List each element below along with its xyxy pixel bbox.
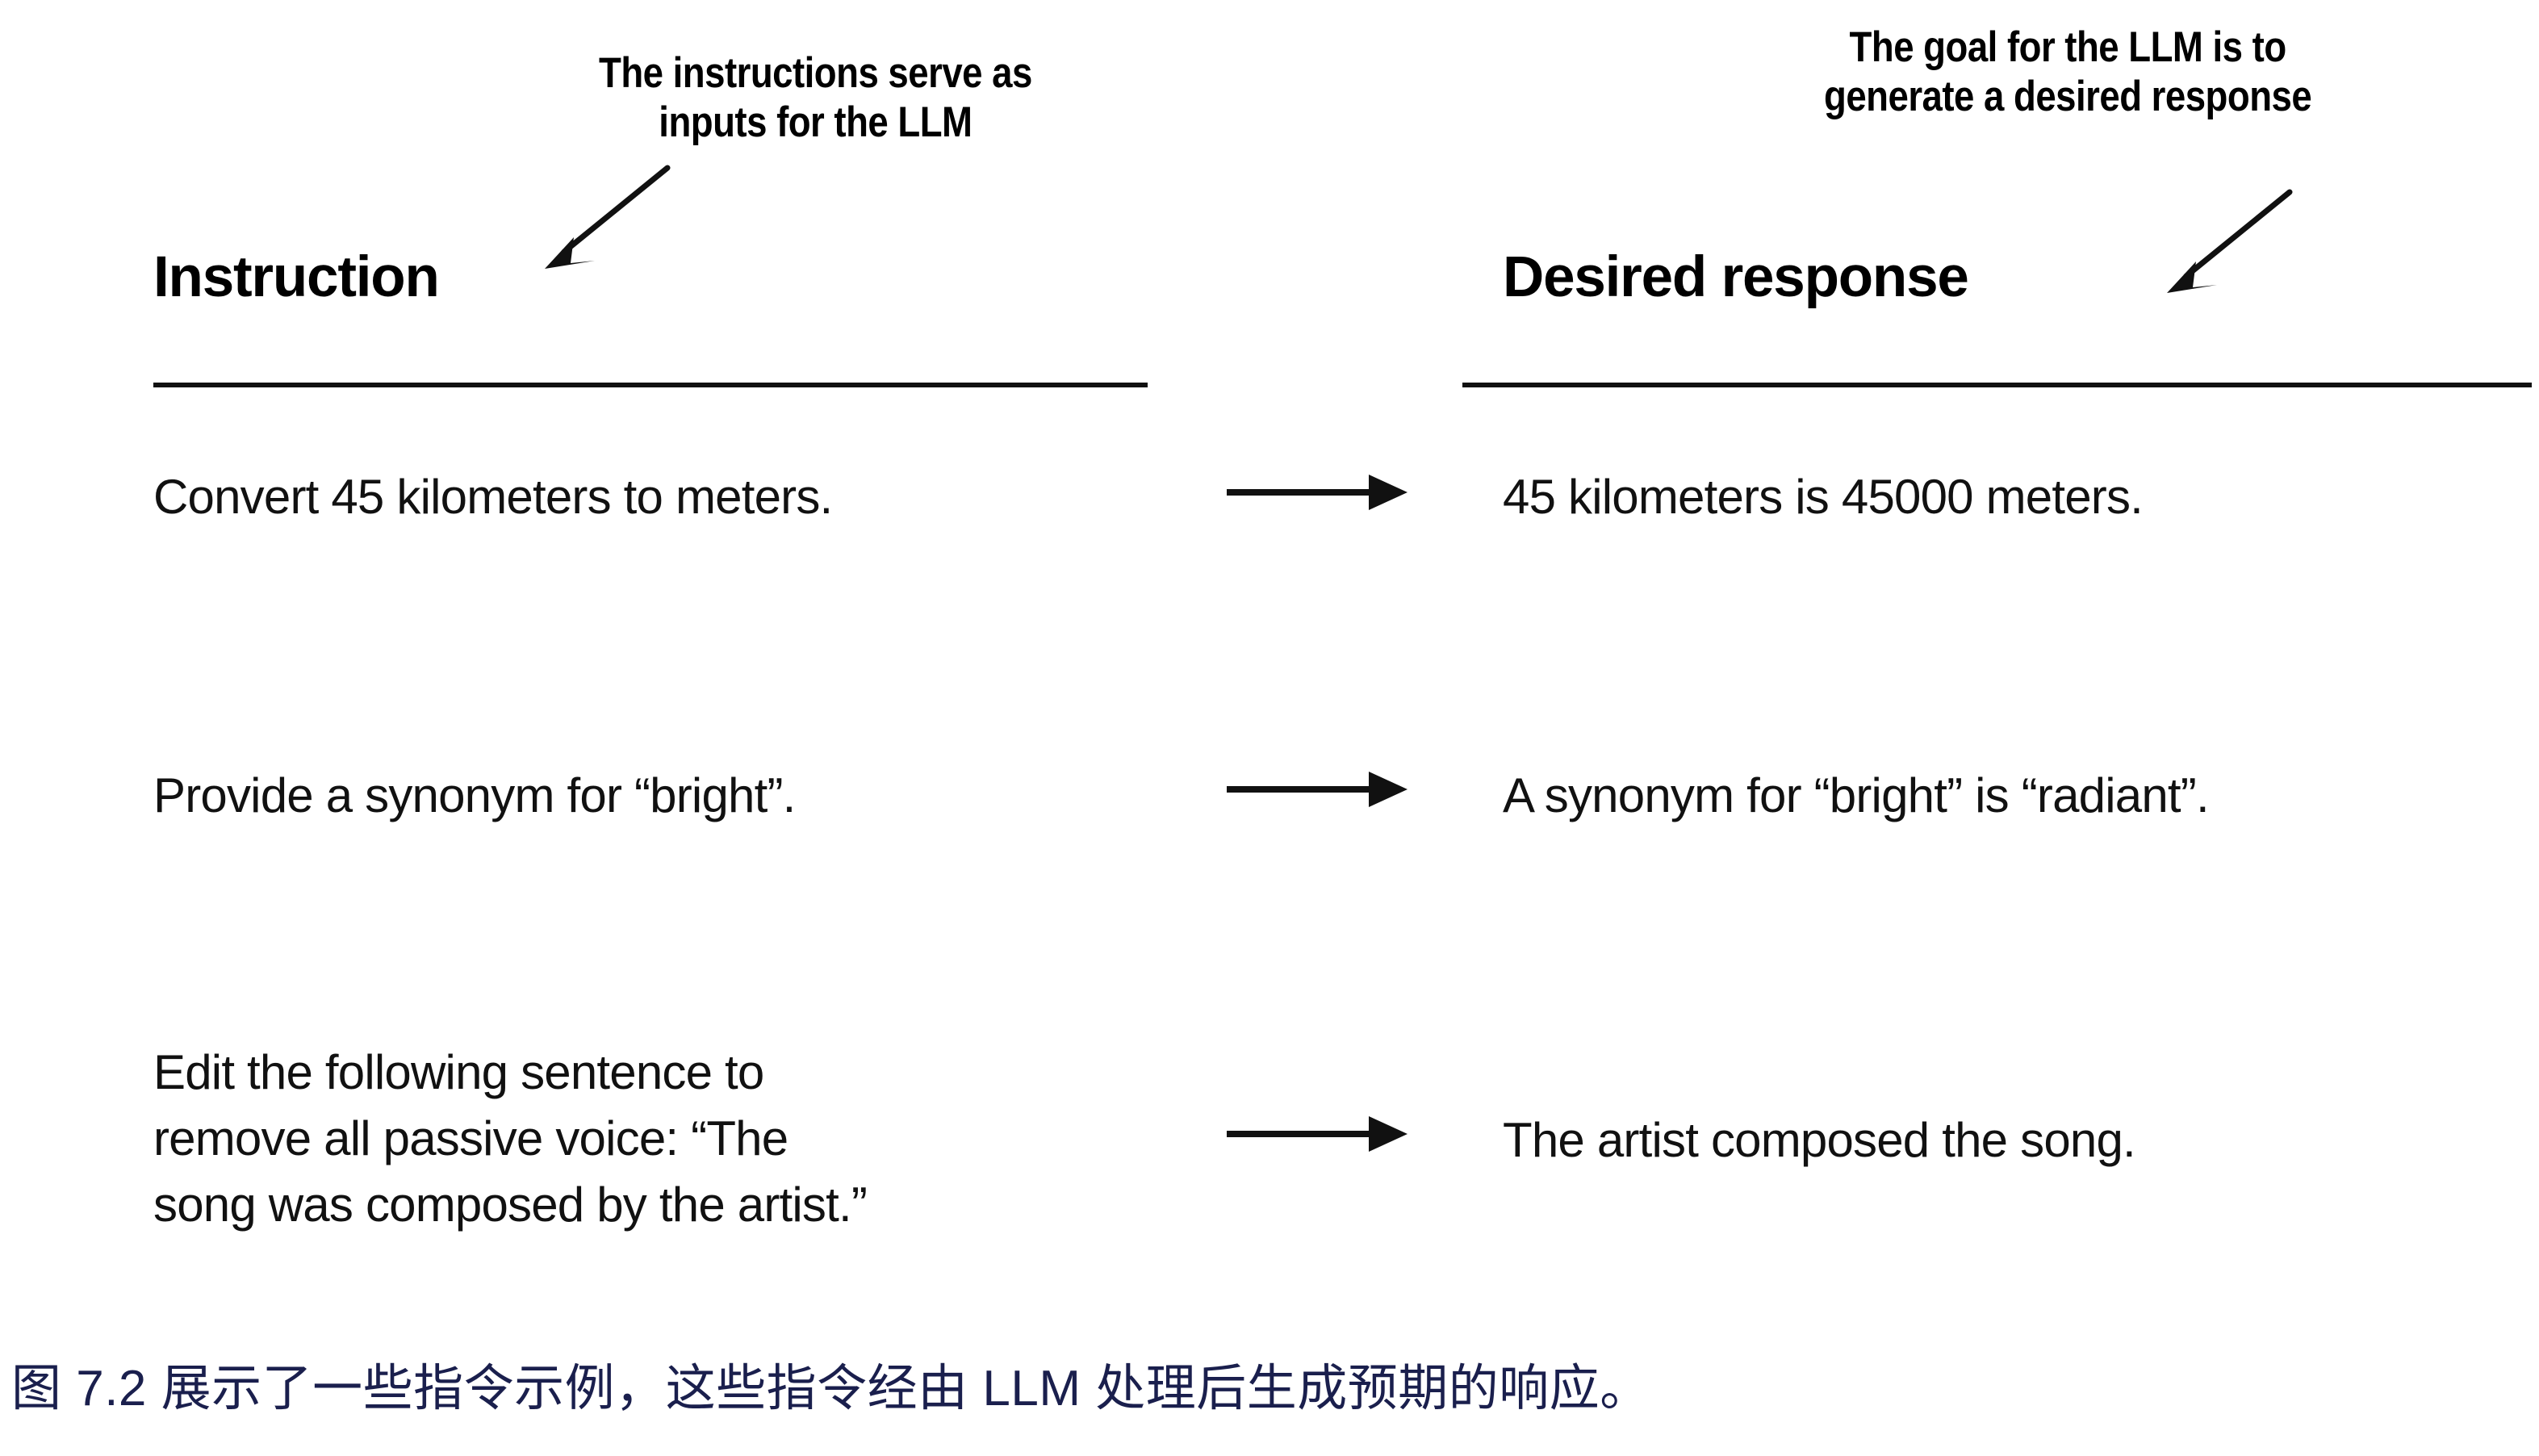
response-cell: 45 kilometers is 45000 meters. <box>1503 470 2144 524</box>
callout-goal-note: The goal for the LLM is to generate a de… <box>1824 23 2312 122</box>
response-cell: The artist composed the song. <box>1503 1113 2136 1167</box>
header-divider-left <box>153 383 1148 387</box>
instruction-cell: Provide a synonym for “bright”. <box>153 768 796 822</box>
column-header-desired-response: Desired response <box>1503 245 1969 309</box>
arrow-right-icon <box>1227 475 1408 510</box>
callout-right-line-1: The goal for the LLM is to <box>1849 23 2287 71</box>
instruction-cell: Convert 45 kilometers to meters. <box>153 470 833 524</box>
response-cell: A synonym for “bright” is “radiant”. <box>1503 768 2210 822</box>
figure-caption: 图 7.2 展示了一些指令示例，这些指令经由 LLM 处理后生成预期的响应。 <box>11 1361 1650 1416</box>
callout-left-line-1: The instructions serve as <box>599 49 1032 97</box>
arrow-down-left-icon <box>545 165 671 269</box>
instruction-cell: Edit the following sentence to remove al… <box>153 1045 868 1232</box>
callout-instructions-note: The instructions serve as inputs for the… <box>599 48 1032 148</box>
arrow-down-left-icon <box>2167 189 2293 293</box>
arrow-right-icon <box>1227 772 1408 807</box>
column-header-instruction: Instruction <box>153 245 440 309</box>
arrow-right-icon <box>1227 1116 1408 1152</box>
header-divider-right <box>1462 383 2532 387</box>
callout-left-line-2: inputs for the LLM <box>659 98 973 147</box>
callout-right-line-2: generate a desired response <box>1824 73 2312 121</box>
